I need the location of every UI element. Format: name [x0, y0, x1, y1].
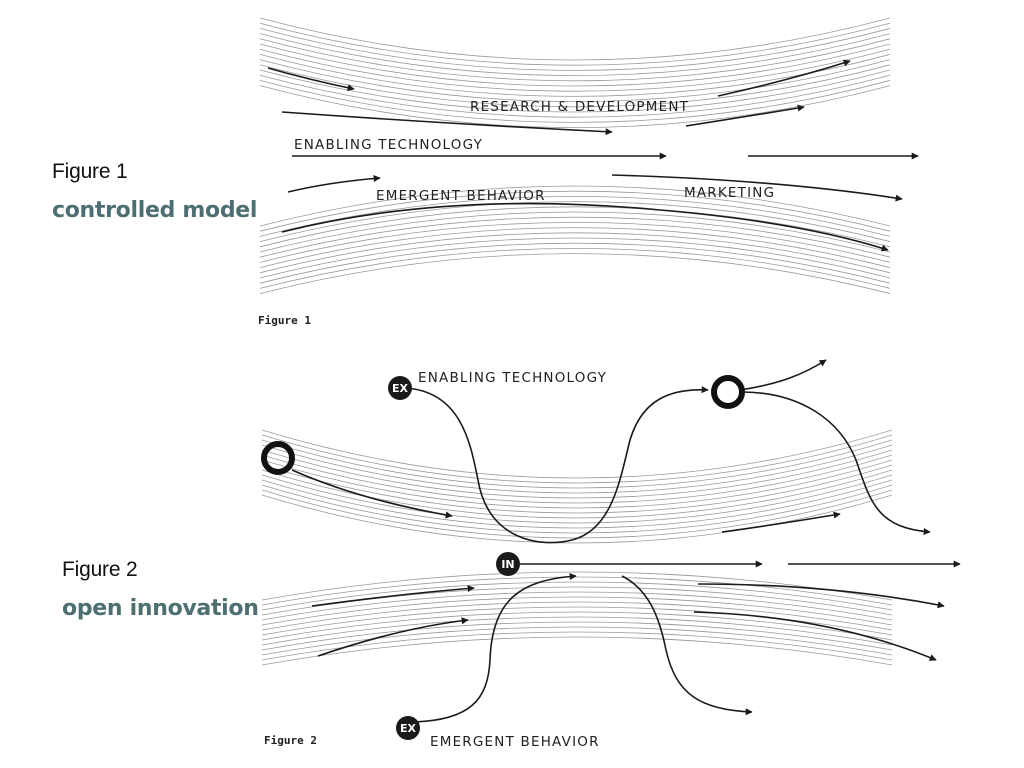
stream-line: [259, 43, 891, 87]
stream-line: [261, 494, 893, 544]
figure2-arrow: [413, 572, 577, 723]
stream-line: [261, 434, 893, 484]
figure2-arrow: [621, 575, 753, 716]
figure2-image-label: Figure 2: [264, 734, 317, 747]
stream-line: [261, 459, 893, 509]
figure2-arrow: [291, 469, 453, 519]
figure2-node-in: IN: [496, 552, 520, 576]
figure2-caption-title: Figure 2: [62, 558, 138, 581]
figure2-arrow: [405, 386, 709, 544]
stream-line: [261, 596, 893, 626]
stream-line: [259, 196, 891, 237]
stream-line: [261, 611, 893, 641]
stream-line: [259, 80, 891, 123]
figure1-label-research: RESEARCH & DEVELOPMENT: [470, 99, 689, 115]
figure2-node-ex-bottom-label: EX: [400, 722, 417, 735]
stream-line: [259, 190, 891, 232]
stream-line: [259, 211, 891, 253]
stream-line: [261, 464, 893, 514]
stream-line: [261, 479, 893, 529]
stream-line: [259, 38, 891, 82]
figure2-diagram: EX IN EX ENABLING TECHNOLOGY EMERGENT BE…: [261, 359, 961, 750]
stream-line: [261, 454, 893, 504]
stream-line: [259, 28, 891, 71]
figure1-diagram: RESEARCH & DEVELOPMENT ENABLING TECHNOLO…: [258, 17, 919, 327]
figure2-stream-lines-bottom: [261, 571, 893, 666]
stream-line: [261, 449, 893, 499]
figure1-arrow: [281, 202, 889, 252]
figure2-arrow: [693, 611, 937, 661]
stream-line: [259, 216, 891, 258]
stream-line: [261, 429, 893, 479]
stream-line: [259, 222, 891, 263]
figure1-label-enabling: ENABLING TECHNOLOGY: [294, 137, 483, 153]
stream-line: [261, 621, 893, 651]
stream-line: [259, 22, 891, 66]
stream-line: [259, 185, 891, 227]
figure1-caption-title: Figure 1: [52, 160, 128, 183]
stream-line: [261, 601, 893, 631]
figure1-image-label: Figure 1: [258, 314, 311, 327]
stream-line: [261, 606, 893, 636]
figure2-label-emergent: EMERGENT BEHAVIOR: [430, 734, 600, 750]
figure2-arrow: [739, 359, 827, 391]
figure1-arrow: [287, 175, 381, 193]
figure1-stream-lines-bottom: [259, 185, 891, 294]
figure2-node-ex-top: EX: [388, 376, 412, 400]
stream-line: [259, 253, 891, 294]
stream-line: [261, 576, 893, 606]
figure2-arrow: [741, 391, 931, 536]
figure2-caption-subtitle: open innovation: [62, 596, 259, 621]
stream-line: [259, 74, 891, 118]
figure2-arrow: [721, 511, 841, 533]
stream-line: [259, 17, 891, 61]
stream-line: [261, 489, 893, 539]
stream-line: [259, 237, 891, 279]
figure2-ring-node-left: [261, 441, 295, 475]
stream-line: [259, 59, 891, 102]
figure2-arrow: [311, 585, 475, 607]
figure2-label-enabling: ENABLING TECHNOLOGY: [418, 370, 607, 386]
figure2-ring-node-top: [711, 375, 745, 409]
figure2-stream-lines-top: [261, 429, 893, 544]
figure1-arrow: [611, 174, 903, 202]
stream-line: [261, 636, 893, 666]
stream-line: [261, 474, 893, 524]
figure1-arrow: [267, 67, 355, 92]
figure1-arrow: [717, 59, 851, 97]
stream-line: [259, 201, 891, 242]
stream-line: [261, 591, 893, 621]
stream-line: [261, 626, 893, 656]
stream-line: [259, 242, 891, 284]
stream-line: [261, 571, 893, 601]
stream-line: [259, 33, 891, 76]
stream-line: [261, 439, 893, 489]
figure1-label-marketing: MARKETING: [684, 185, 775, 201]
stream-line: [259, 227, 891, 268]
figure1-arrow: [281, 111, 613, 136]
stream-line: [261, 631, 893, 661]
stream-line: [261, 469, 893, 519]
stream-line: [259, 248, 891, 289]
figure2-node-ex-top-label: EX: [392, 382, 409, 395]
figure2-arrow: [317, 617, 469, 657]
stream-line: [259, 48, 891, 92]
figure2-arrow: [697, 583, 945, 609]
figure1-caption-subtitle: controlled model: [52, 198, 258, 223]
figure2-node-ex-bottom: EX: [396, 716, 420, 740]
figure1-stream-lines-top: [259, 17, 891, 128]
stream-line: [259, 206, 891, 248]
figure1-label-emergent: EMERGENT BEHAVIOR: [376, 188, 546, 204]
stream-line: [261, 581, 893, 611]
stream-line: [261, 484, 893, 534]
figure1-arrow: [685, 104, 805, 127]
stream-line: [261, 616, 893, 646]
stream-line: [261, 444, 893, 494]
figure2-node-in-label: IN: [501, 558, 514, 571]
stream-line: [259, 232, 891, 274]
